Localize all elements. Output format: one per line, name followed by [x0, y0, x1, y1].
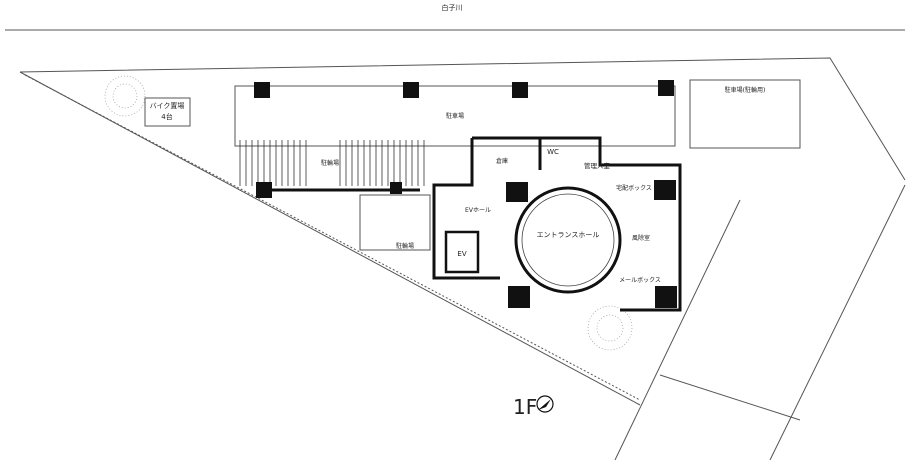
pillar — [390, 182, 402, 194]
pillar — [254, 82, 270, 98]
road-cross-line — [659, 374, 801, 421]
ev-hall-label: EVホール — [465, 207, 491, 214]
pillar — [403, 82, 419, 98]
wc-label: WC — [547, 148, 559, 156]
building-wall-east — [620, 163, 682, 312]
elevator-shaft — [444, 230, 480, 274]
tree-bottom — [587, 305, 633, 351]
north-arrow-icon — [536, 395, 554, 413]
pillar — [506, 182, 528, 202]
parking-right-label: 駐車場(駐輪用) — [725, 86, 766, 94]
site-boundary-north — [19, 57, 906, 181]
floor-label: 1F — [513, 395, 537, 419]
site-boundary-west — [19, 71, 641, 406]
storage-label: 倉庫 — [496, 157, 508, 165]
bicycle-parking-lower — [359, 194, 431, 251]
manager-room-label: 管理人室 — [584, 161, 611, 170]
road-label-top: 白子川 — [442, 3, 463, 12]
pillar — [655, 286, 677, 308]
road-right-inner — [614, 199, 741, 461]
bike-parking-box — [144, 97, 191, 127]
bicycle-parking-label-2: 駐輪場 — [396, 242, 414, 250]
pillar — [654, 180, 676, 200]
building-wall-west — [432, 138, 500, 280]
entrance-hall-circle — [514, 186, 622, 294]
pillar — [508, 286, 530, 308]
bike-count-label: 4台 — [161, 112, 172, 121]
entrance-hall-label: エントランスホール — [537, 231, 600, 239]
bike-parking-label: バイク置場 — [150, 101, 185, 110]
pillar — [512, 82, 528, 98]
pillar — [658, 80, 674, 96]
bicycle-parking-label: 駐輪場 — [321, 159, 339, 167]
ev-label: EV — [457, 250, 466, 258]
building-wall-north — [472, 136, 625, 167]
entrance-hall-inner — [521, 193, 615, 287]
bicycle-rack-hatch — [239, 140, 425, 186]
delivery-box-label: 宅配ボックス — [616, 184, 652, 192]
tree-left — [104, 75, 146, 117]
pillar — [256, 182, 272, 198]
reception-label: 風除室 — [632, 234, 650, 242]
parking-area — [234, 85, 676, 147]
parking-label: 駐車場 — [446, 112, 464, 120]
mail-box-label: メールボックス — [619, 276, 661, 284]
parking-right — [689, 79, 801, 149]
road-right-edge — [769, 184, 906, 461]
